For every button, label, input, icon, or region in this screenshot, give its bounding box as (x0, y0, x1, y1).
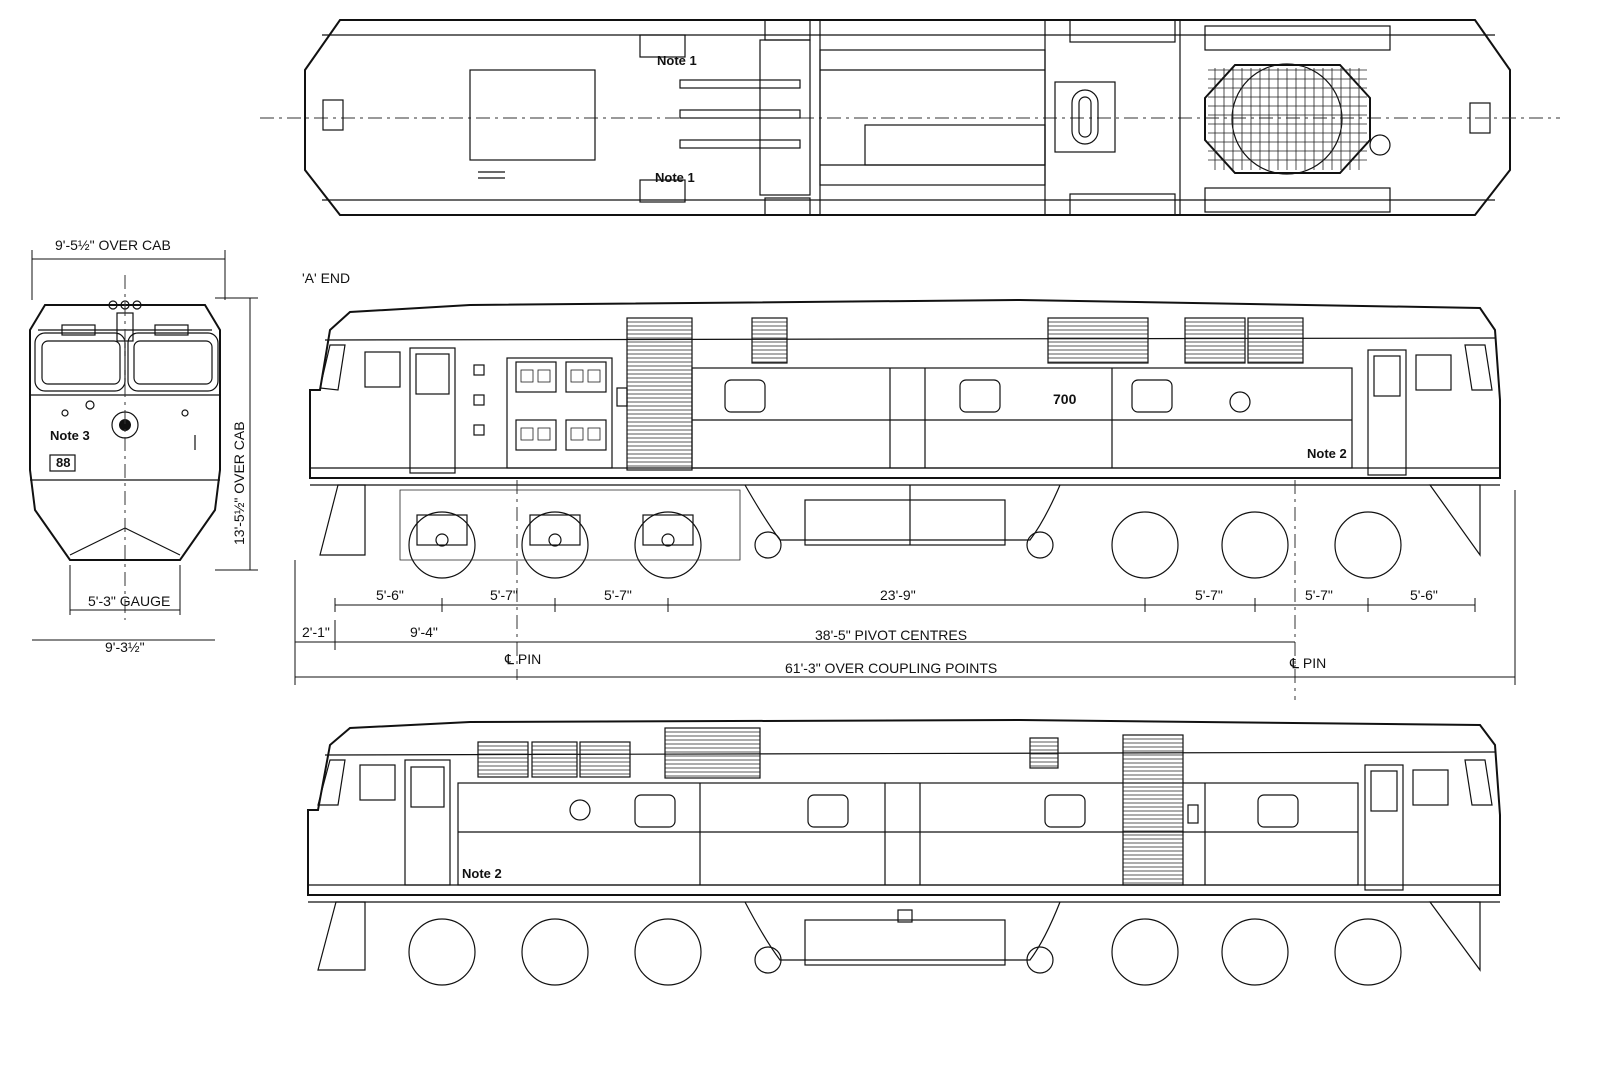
note-3: Note 3 (50, 428, 90, 443)
roof-louvres-b (477, 727, 1059, 779)
loco-number-a: 700 (1053, 391, 1077, 407)
pin-right: ℄ PIN (1289, 655, 1326, 671)
note-2-b: Note 2 (462, 866, 502, 881)
dim-23-9: 23'-9" (880, 587, 916, 603)
side-view-b: Note 2 (307, 718, 1501, 986)
overall-width: 9'-3½" (105, 639, 145, 655)
dim-5-6-left: 5'-6" (376, 587, 404, 603)
dim-coupling-points: 61'-3" OVER COUPLING POINTS (785, 660, 997, 676)
dim-2-1: 2'-1" (302, 624, 330, 640)
dim-5-6-right: 5'-6" (1410, 587, 1438, 603)
gauge-label: 5'-3" GAUGE (88, 593, 170, 609)
end-view: 9'-5½" OVER CAB 88 Note 3 13'-5½" OVER C… (29, 237, 258, 655)
dim-pivot-centres: 38'-5" PIVOT CENTRES (815, 627, 967, 643)
radiator-fan-grille (1204, 63, 1371, 175)
note-1-lower: Note 1 (655, 170, 695, 185)
side-view-a: 'A' END 700 Note 2 (302, 270, 1501, 700)
note-1-upper: Note 1 (657, 53, 697, 68)
louvre-panel-b (1122, 734, 1184, 886)
roof-vents (639, 19, 811, 216)
height-over-cab: 13'-5½" OVER CAB (231, 421, 247, 545)
dim-9-4: 9'-4" (410, 624, 438, 640)
louvre-panel (626, 317, 693, 471)
a-end-label: 'A' END (302, 270, 350, 286)
dimension-lines: 5'-6" 5'-7" 5'-7" 23'-9" 5'-7" 5'-7" 5'-… (294, 490, 1516, 685)
top-view: Note 1 Note 1 (260, 19, 1560, 216)
dim-5-7-c: 5'-7" (1195, 587, 1223, 603)
dim-5-7-d: 5'-7" (1305, 587, 1333, 603)
width-over-cab: 9'-5½" OVER CAB (55, 237, 171, 253)
bogie-wheels (399, 489, 741, 579)
dim-5-7-b: 5'-7" (604, 587, 632, 603)
roof-louvres (751, 317, 1304, 364)
note-2-a: Note 2 (1307, 446, 1347, 461)
equipment-cabinets (515, 361, 607, 451)
pin-left: ℄ PIN (504, 651, 541, 667)
end-number-box: 88 (56, 455, 70, 470)
dim-5-7-a: 5'-7" (490, 587, 518, 603)
